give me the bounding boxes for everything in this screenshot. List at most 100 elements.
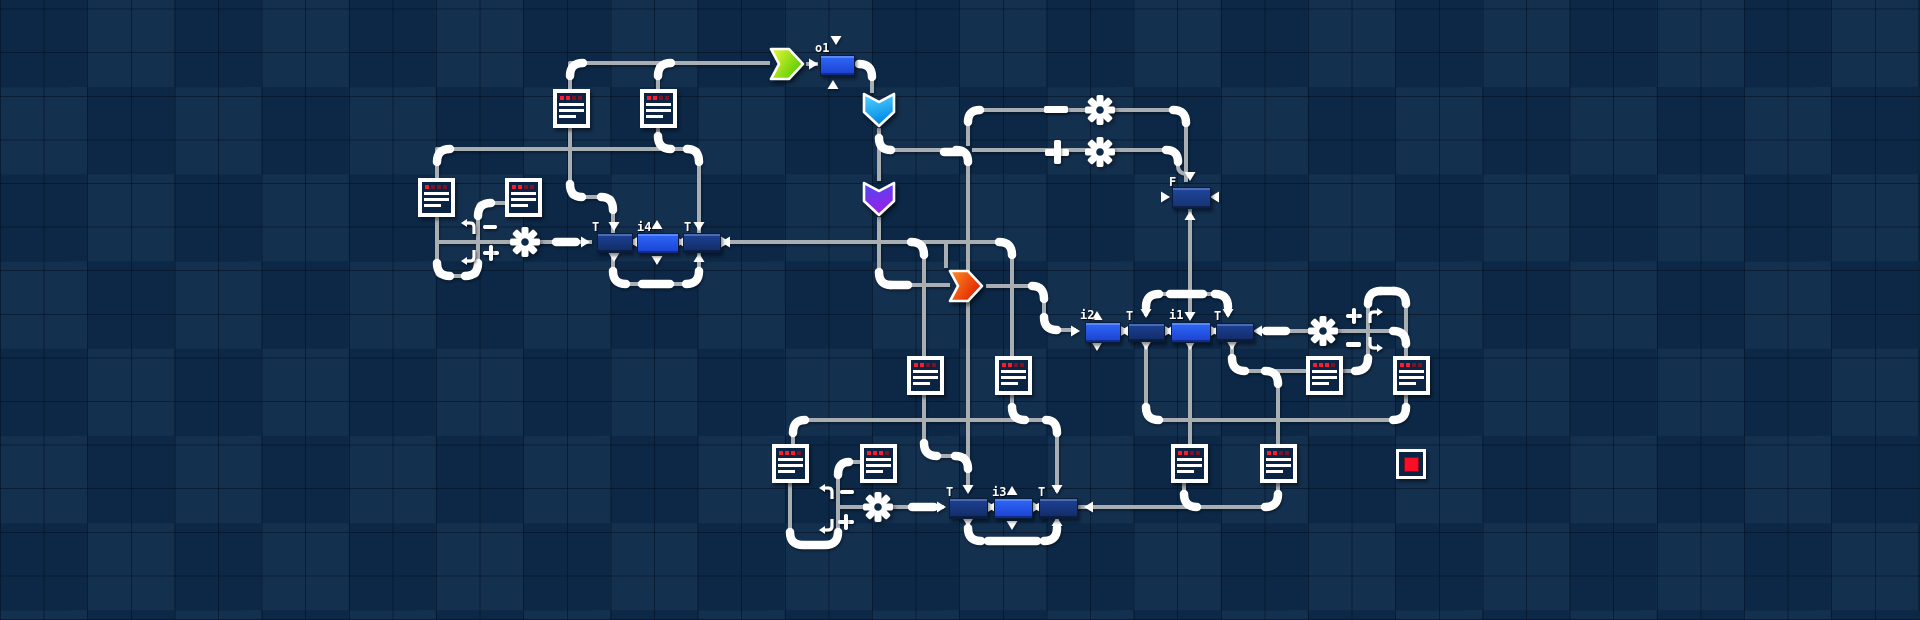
- port-arrow-icon: [962, 485, 974, 494]
- memory-box[interactable]: [772, 444, 809, 483]
- turn-arrow-up-right-icon[interactable]: [1364, 306, 1384, 326]
- plus-icon[interactable]: [1045, 140, 1069, 164]
- node-t-right-b-label: T: [1214, 309, 1222, 323]
- chevron-cyan[interactable]: [859, 91, 899, 131]
- memory-box[interactable]: [505, 178, 542, 217]
- dot-bright: [512, 185, 516, 189]
- port-arrow-icon: [937, 501, 946, 513]
- memory-bar: [424, 204, 442, 207]
- node-o1[interactable]: o1: [815, 42, 855, 76]
- plus-icon[interactable]: [1346, 308, 1362, 324]
- memory-bar: [1001, 376, 1026, 379]
- memory-bar: [1312, 370, 1337, 373]
- plus-v-bar: [489, 245, 493, 261]
- memory-box[interactable]: [995, 356, 1032, 395]
- turn-arrow-up-left-icon[interactable]: [460, 217, 480, 237]
- dot-dim: [443, 185, 447, 189]
- plus-icon[interactable]: [483, 245, 499, 261]
- turn-arrow-down-left-icon[interactable]: [818, 516, 838, 536]
- dot-bright: [560, 96, 564, 100]
- chevron-red[interactable]: [947, 266, 987, 306]
- memory-bar: [778, 470, 796, 473]
- memory-box[interactable]: [1260, 444, 1297, 483]
- node-i3[interactable]: i3: [992, 486, 1033, 519]
- node-i1[interactable]: i1: [1169, 309, 1211, 343]
- memory-box[interactable]: [1306, 356, 1343, 395]
- dot-bright: [867, 451, 871, 455]
- gear-icon[interactable]: [1085, 137, 1115, 167]
- port-arrow-icon: [1140, 309, 1152, 318]
- dot-bright: [879, 451, 883, 455]
- node-i2-label: i2: [1080, 308, 1095, 322]
- gear-icon[interactable]: [510, 227, 540, 257]
- chevron-purple[interactable]: [859, 180, 899, 220]
- minus-icon[interactable]: [483, 225, 497, 229]
- dot-dim: [926, 363, 930, 367]
- memory-bar: [1266, 470, 1284, 473]
- node-t-right-a[interactable]: T: [1126, 310, 1165, 342]
- node-f[interactable]: F: [1169, 176, 1211, 209]
- minus-icon[interactable]: [840, 490, 854, 494]
- gear-icon[interactable]: [863, 492, 893, 522]
- port-arrow-icon: [1210, 191, 1219, 203]
- memory-box[interactable]: [418, 178, 455, 217]
- node-t-bottom-b[interactable]: T: [1038, 486, 1078, 519]
- memory-box[interactable]: [553, 89, 590, 128]
- memory-bar: [1001, 382, 1019, 385]
- node-i1-label: i1: [1169, 308, 1184, 322]
- memory-bar: [559, 115, 577, 118]
- stop-button[interactable]: [1396, 449, 1426, 479]
- memory-box[interactable]: [640, 89, 677, 128]
- port-arrow-icon: [651, 256, 663, 265]
- turn-arrow-down-right-icon[interactable]: [1364, 334, 1384, 354]
- port-arrow-icon: [809, 58, 818, 70]
- port-arrow-icon: [608, 222, 620, 231]
- memory-dots: [914, 363, 940, 367]
- node-i4-label: i4: [637, 220, 652, 234]
- port-arrow-icon: [1222, 309, 1234, 318]
- port-arrow-icon: [1253, 325, 1262, 337]
- port-arrow-icon: [1140, 341, 1152, 350]
- memory-bar: [559, 103, 584, 106]
- dot-bright: [1400, 363, 1404, 367]
- dot-dim: [572, 96, 576, 100]
- plus-v-bar: [844, 514, 848, 530]
- memory-box[interactable]: [1393, 356, 1430, 395]
- memory-bar: [511, 204, 529, 207]
- memory-bar: [913, 376, 938, 379]
- node-t-right-b[interactable]: T: [1214, 310, 1254, 342]
- dot-dim: [1418, 363, 1422, 367]
- dot-bright: [1267, 451, 1271, 455]
- node-t-left-b[interactable]: T: [683, 221, 721, 253]
- memory-bar: [1177, 470, 1195, 473]
- chevron-green[interactable]: [768, 44, 808, 84]
- port-arrow-icon: [830, 36, 842, 45]
- memory-bar: [778, 464, 803, 467]
- gear-icon[interactable]: [1308, 316, 1338, 346]
- node-i4[interactable]: i4: [637, 221, 679, 254]
- minus-icon[interactable]: [1346, 342, 1361, 347]
- node-t-bottom-a[interactable]: T: [946, 486, 988, 519]
- memory-bar: [424, 192, 449, 195]
- node-t-left-a[interactable]: T: [592, 221, 633, 253]
- memory-box[interactable]: [1171, 444, 1208, 483]
- plus-icon[interactable]: [838, 514, 854, 530]
- turn-arrow-down-left-icon[interactable]: [460, 247, 480, 267]
- gear-icon[interactable]: [1085, 95, 1115, 125]
- memory-bar: [1266, 464, 1291, 467]
- memory-box[interactable]: [860, 444, 897, 483]
- dot-dim: [524, 185, 528, 189]
- port-arrow-icon: [1184, 172, 1196, 181]
- turn-arrow-up-left-icon[interactable]: [818, 482, 838, 502]
- memory-bar: [1399, 370, 1424, 373]
- memory-dots: [1267, 451, 1293, 455]
- memory-box[interactable]: [907, 356, 944, 395]
- minus-icon[interactable]: [1044, 106, 1068, 113]
- dot-dim: [932, 363, 936, 367]
- dot-dim: [431, 185, 435, 189]
- node-i3-label: i3: [992, 485, 1007, 499]
- node-i2[interactable]: i2: [1080, 309, 1121, 343]
- memory-bar: [1399, 382, 1417, 385]
- dot-bright: [1319, 363, 1323, 367]
